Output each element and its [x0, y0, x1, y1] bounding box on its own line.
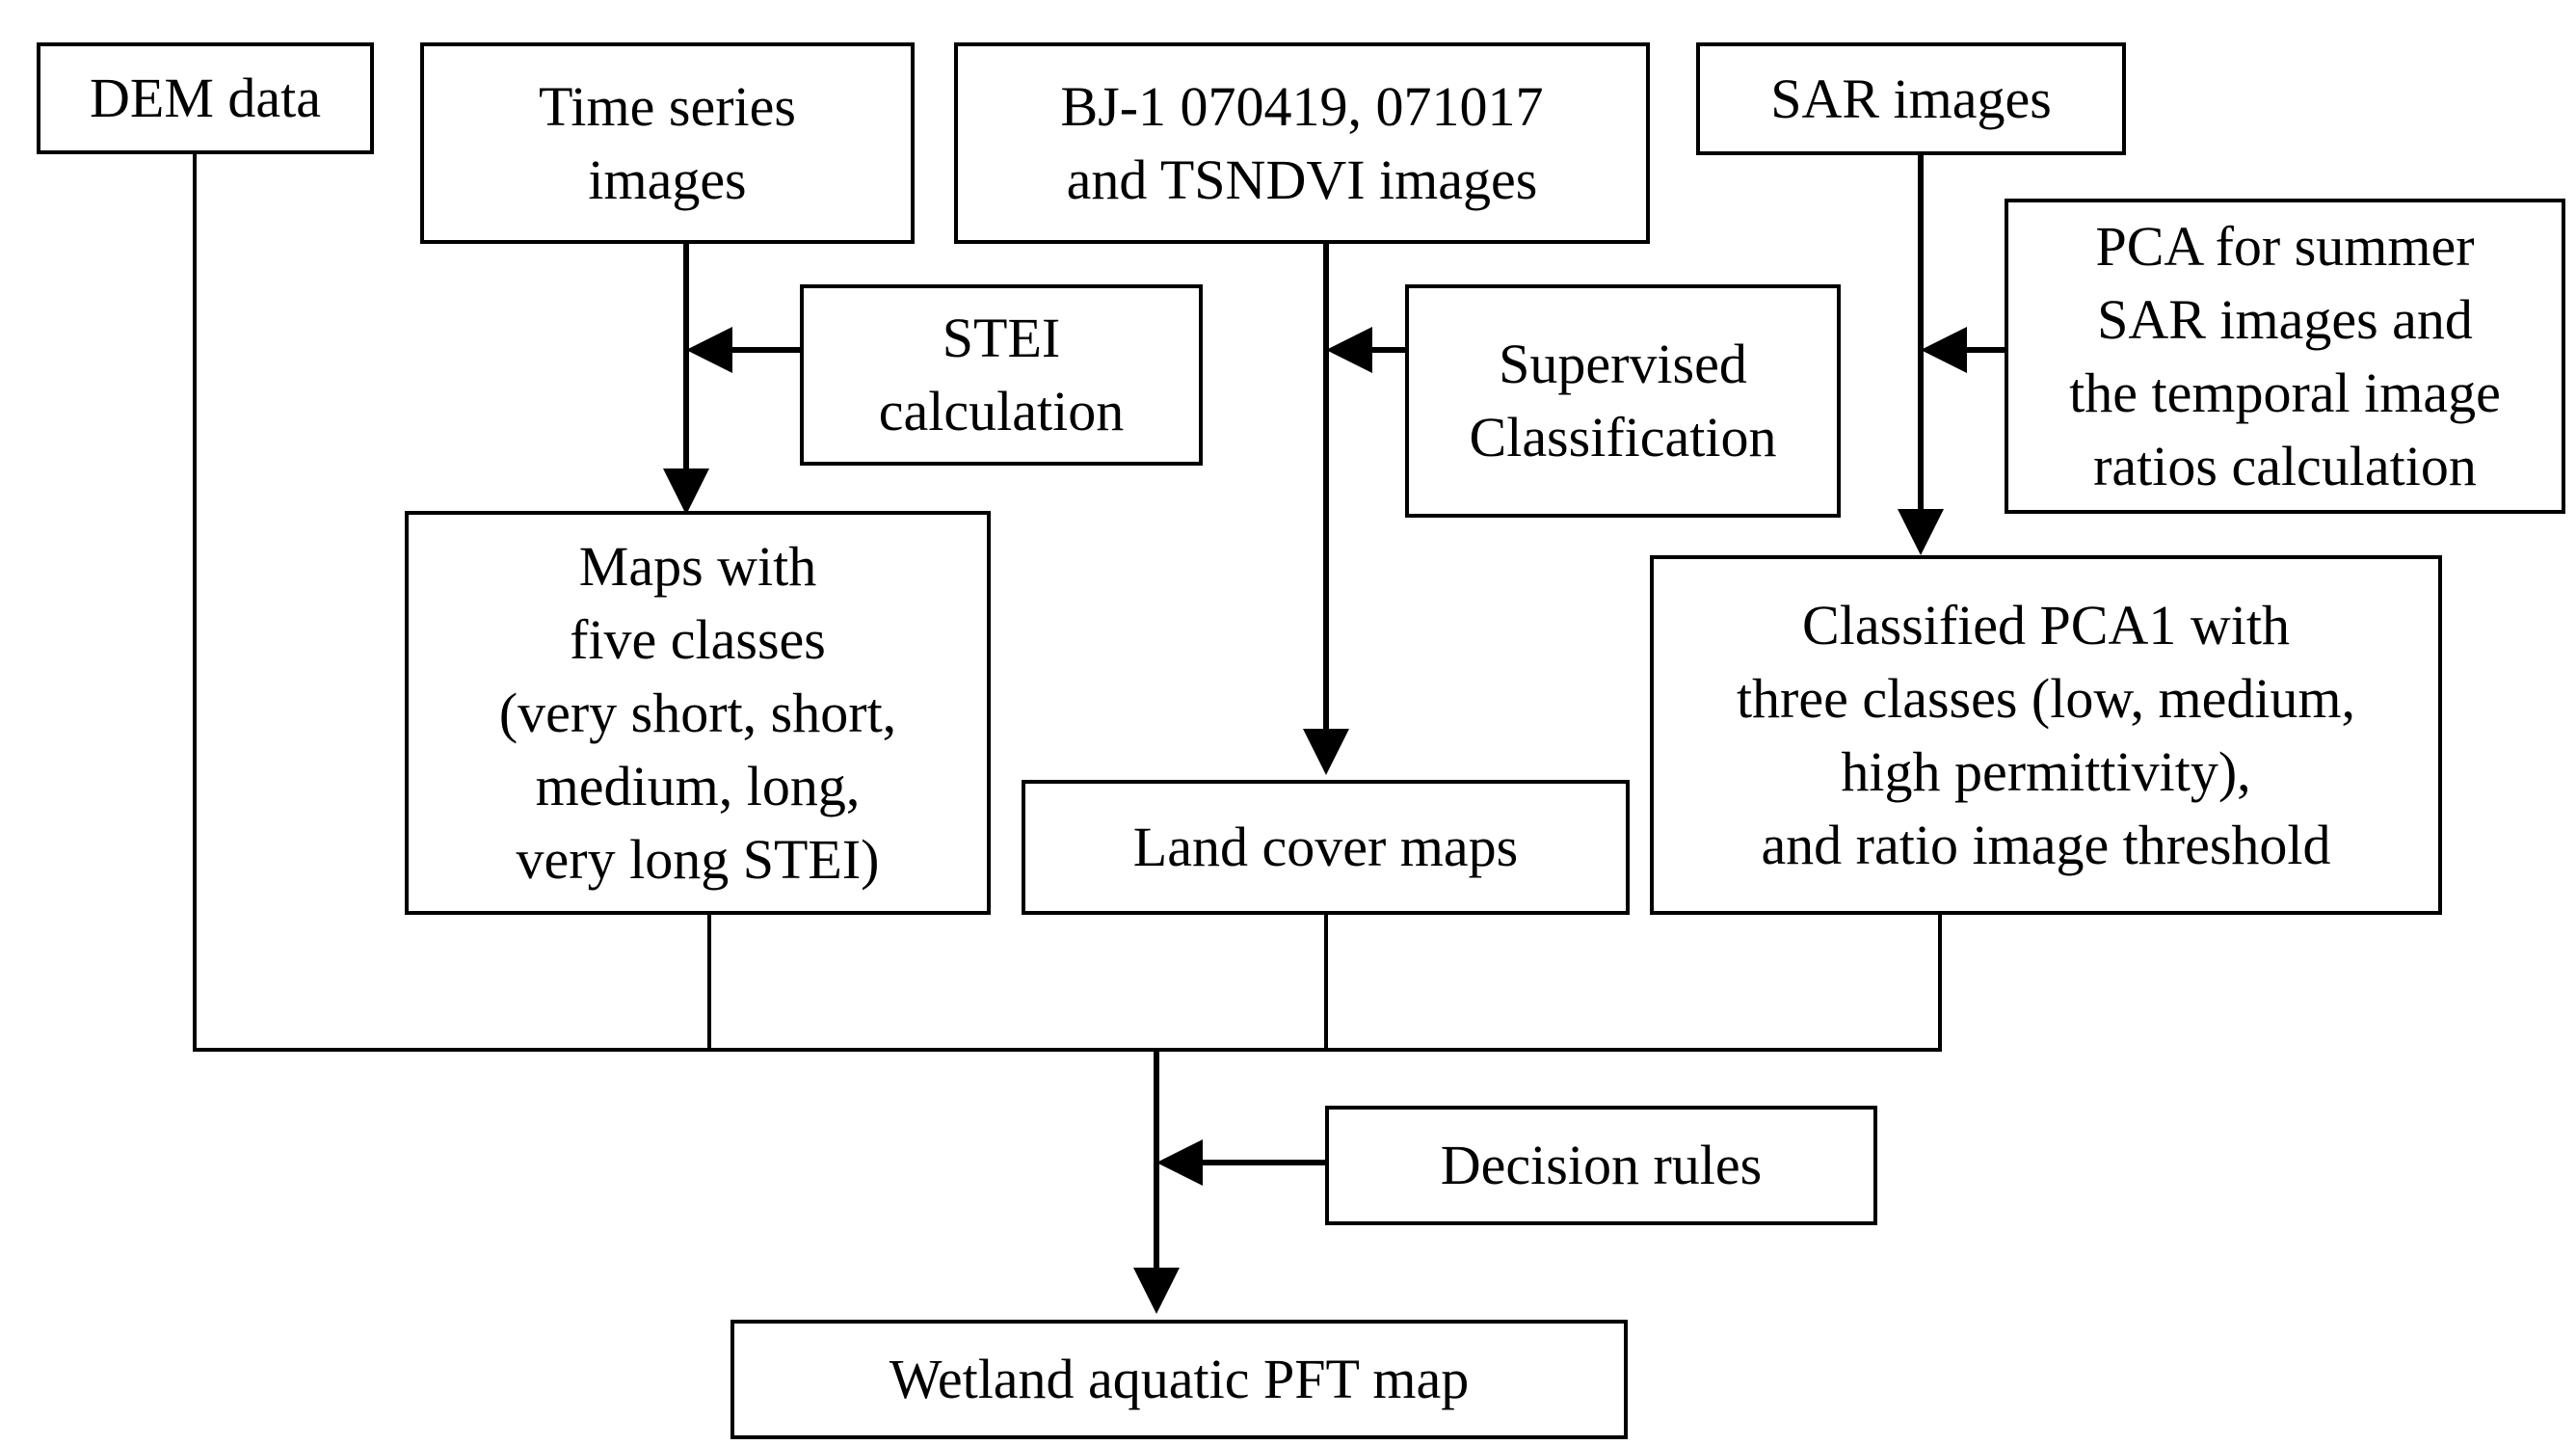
- box-pca-label: PCA for summer SAR images and the tempor…: [2069, 214, 2501, 497]
- box-supervised-classification: Supervised Classification: [1405, 284, 1841, 518]
- box-bj1-label: BJ-1 070419, 071017 and TSNDVI images: [1060, 74, 1544, 211]
- box-wetland-pft-map: Wetland aquatic PFT map: [730, 1320, 1628, 1439]
- box-maps-five-classes: Maps with five classes (very short, shor…: [405, 511, 991, 915]
- box-supervised-label: Supervised Classification: [1469, 333, 1777, 468]
- box-classified-pca1-label: Classified PCA1 with three classes (low,…: [1736, 593, 2356, 876]
- box-stei-calculation-label: STEI calculation: [878, 307, 1125, 442]
- box-dem-data-label: DEM data: [90, 67, 321, 129]
- box-stei-calculation: STEI calculation: [800, 284, 1203, 466]
- box-classified-pca1: Classified PCA1 with three classes (low,…: [1650, 555, 2442, 915]
- box-decision-rules-label: Decision rules: [1440, 1134, 1763, 1196]
- box-sar-images: SAR images: [1696, 42, 2126, 155]
- box-maps-five-classes-label: Maps with five classes (very short, shor…: [498, 534, 897, 891]
- box-wetland-label: Wetland aquatic PFT map: [889, 1348, 1470, 1410]
- box-dem-data: DEM data: [37, 42, 374, 154]
- box-time-series-images: Time series images: [420, 42, 915, 244]
- box-bj1-images: BJ-1 070419, 071017 and TSNDVI images: [954, 42, 1650, 244]
- box-decision-rules: Decision rules: [1325, 1106, 1877, 1225]
- box-sar-label: SAR images: [1770, 67, 2052, 130]
- box-land-cover-label: Land cover maps: [1132, 816, 1519, 878]
- box-time-series-label: Time series images: [539, 74, 796, 211]
- box-pca: PCA for summer SAR images and the tempor…: [2005, 199, 2565, 514]
- box-land-cover-maps: Land cover maps: [1022, 780, 1630, 915]
